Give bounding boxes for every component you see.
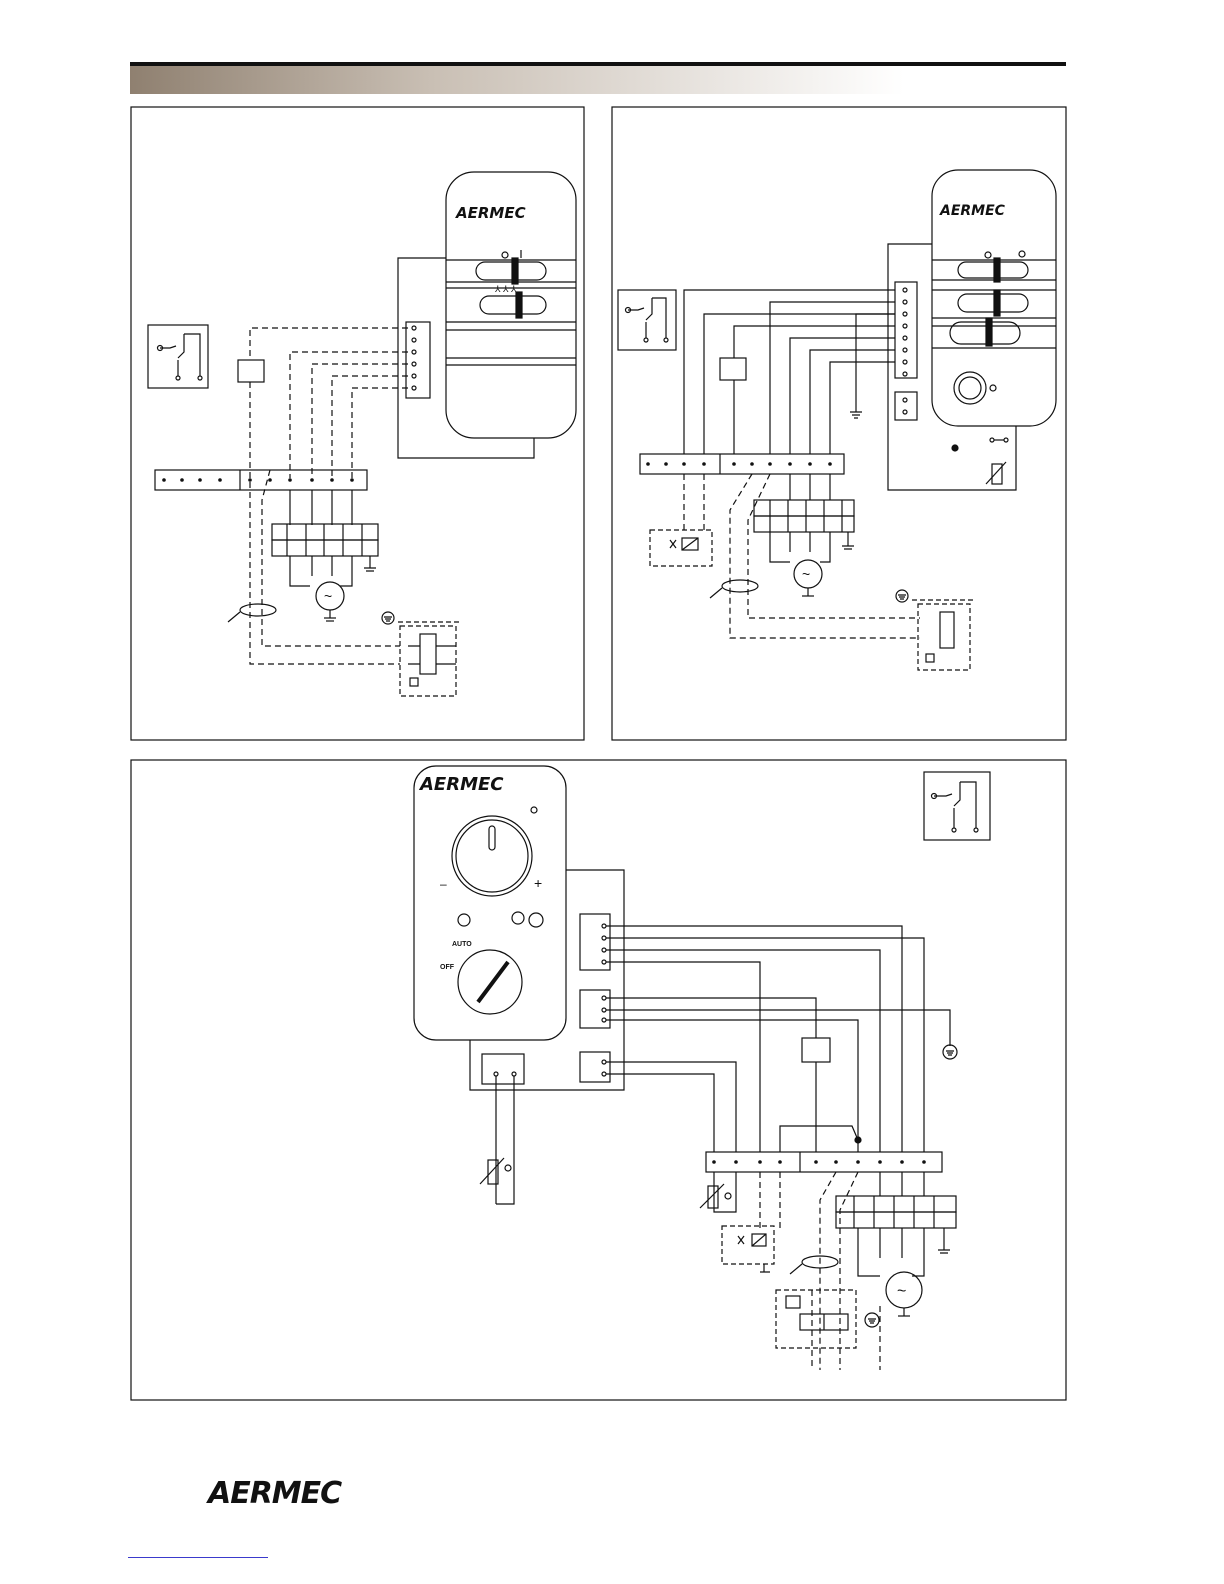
cooling-indicator: [512, 912, 524, 924]
header-bar: [130, 62, 1066, 94]
fan-speed-switch[interactable]: [480, 296, 546, 314]
controller-terminal-block-a: [580, 914, 610, 970]
fan-speed-switch[interactable]: [958, 294, 1028, 312]
knob-max-label: +: [534, 875, 542, 891]
controller-bottom: AERMEC – + AUTO OFF: [414, 766, 566, 1040]
sensor-terminal-block: [482, 1054, 524, 1084]
valve-symbol: [650, 530, 712, 566]
thermostat-switch-icon: [924, 772, 990, 840]
sensor-symbol: [952, 438, 1008, 484]
svg-text:~: ~: [802, 566, 810, 582]
controller-top-right: AERMEC: [932, 170, 1056, 426]
thermostat-switch-icon: [618, 290, 676, 350]
motor-symbol: ~: [886, 1272, 922, 1316]
sensor-indicator-icon: [529, 913, 543, 927]
panel-top-right: AERMEC: [612, 107, 1066, 740]
controller-logo: AERMEC: [418, 774, 504, 795]
on-off-switch[interactable]: [476, 262, 546, 280]
earth-symbol-2: [865, 1313, 879, 1327]
heat-cool-switch[interactable]: [950, 322, 1020, 344]
earth-symbol: [896, 590, 908, 602]
temperature-dial[interactable]: [452, 816, 532, 896]
motor-symbol: ~: [794, 560, 822, 596]
knob-min-label: –: [440, 877, 447, 891]
panel-bottom: AERMEC – + AUTO OFF: [131, 760, 1066, 1400]
valve-symbol: [722, 1226, 774, 1272]
heating-indicator: [458, 914, 470, 926]
controller-logo: AERMEC: [939, 203, 1006, 219]
fan-speed-icons: ⅄ ⅄ ⅄: [494, 284, 517, 294]
protector-contacts: [408, 634, 456, 686]
panel-top-left: AERMEC ⅄ ⅄ ⅄: [131, 107, 584, 740]
earth-symbol: [943, 1045, 957, 1059]
thermal-protector-symbol: [776, 1290, 856, 1348]
terminal-strip-bottom: [706, 1152, 942, 1172]
fan-mode-dial[interactable]: [458, 950, 522, 1014]
earth-symbol: [382, 612, 394, 624]
mode-off-label: OFF: [440, 964, 455, 971]
controller-terminal-block-c: [580, 1052, 610, 1082]
thermal-protector-symbol: [398, 622, 462, 696]
thermal-protector-symbol: [912, 600, 976, 670]
controller-logo: AERMEC: [455, 204, 526, 222]
motor-terminal-board: [836, 1196, 956, 1228]
terminal-strip-top-left: [155, 470, 367, 490]
mode-auto-label: AUTO: [452, 941, 472, 948]
controller-top-left: AERMEC ⅄ ⅄ ⅄: [446, 172, 576, 438]
on-off-switch[interactable]: [958, 262, 1028, 278]
svg-text:~: ~: [897, 1283, 906, 1300]
controller-terminal-block-b: [580, 990, 610, 1028]
terminal-strip-top-right: [640, 454, 844, 474]
motor-terminal-board: [272, 524, 378, 556]
motor-terminal-board: [754, 500, 854, 532]
sensor-symbol-2: [700, 1184, 731, 1208]
thermometer-icon: [531, 807, 537, 813]
motor-symbol: ~: [316, 582, 344, 621]
controller-terminal-block: [406, 322, 430, 398]
controller-terminal-block: [895, 282, 917, 420]
thermostat-switch-icon: [148, 325, 208, 388]
svg-text:~: ~: [324, 588, 332, 604]
